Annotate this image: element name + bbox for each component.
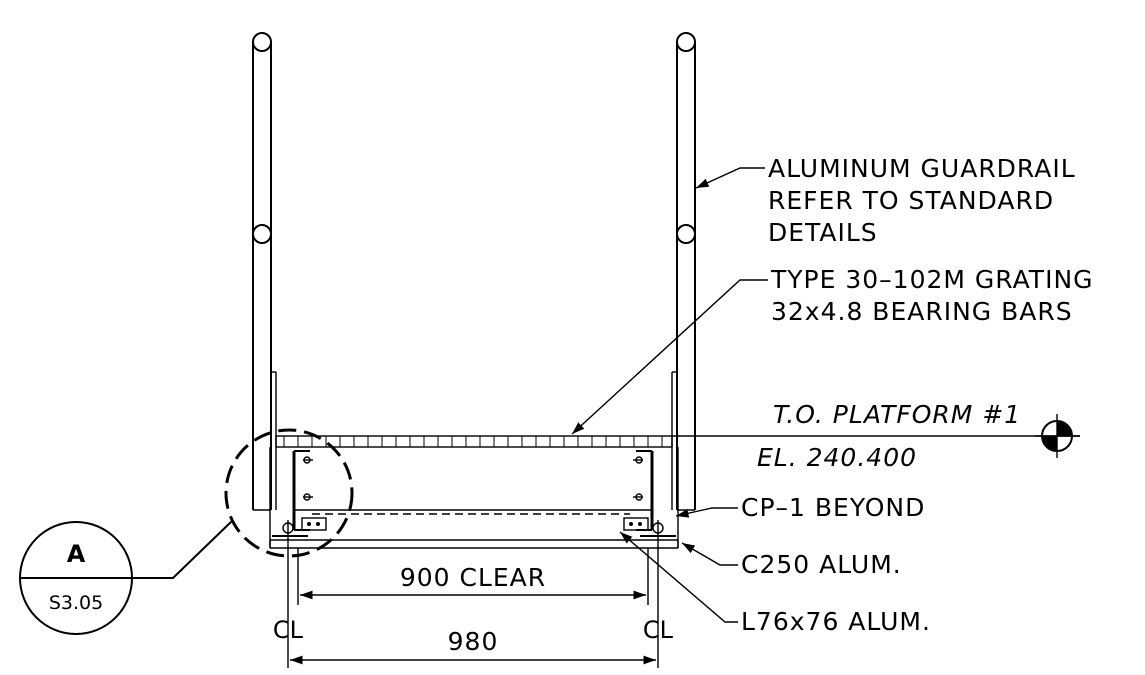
- left-centerline-symbol: CL: [273, 616, 304, 644]
- cp1-leader: [675, 507, 738, 518]
- grating: [275, 435, 673, 448]
- overall-dimension-text: 980: [448, 627, 499, 656]
- guardrail-label-line-1: ALUMINUM GUARDRAIL: [768, 154, 1076, 183]
- right-angle-plate: [623, 517, 676, 537]
- grating-label-line-1: TYPE 30–102M GRATING: [770, 265, 1094, 294]
- right-guardrail-post: [671, 32, 696, 511]
- left-angle-plate: [272, 517, 327, 537]
- cp1-label: CP–1 BEYOND: [741, 493, 925, 522]
- detail-bubble-leader: [132, 520, 233, 579]
- support-frame: [269, 447, 679, 549]
- grating-bearing-bars: [283, 436, 663, 447]
- guardrail-leader: [695, 167, 765, 189]
- detail-bubble-letter: A: [67, 540, 86, 568]
- grating-leader: [571, 279, 768, 435]
- clear-dimension-text: 900 CLEAR: [400, 563, 546, 592]
- right-centerline: [647, 520, 659, 668]
- right-centerline-symbol: CL: [643, 616, 674, 644]
- angle-leader: [619, 531, 738, 623]
- angle-label: L76x76 ALUM.: [741, 607, 931, 636]
- detail-bubble-sheet: S3.05: [49, 592, 103, 614]
- left-centerline: [287, 520, 299, 668]
- detail-bubble: [19, 521, 133, 635]
- guardrail-label-line-2: REFER TO STANDARD: [768, 186, 1054, 215]
- elevation-target-icon: [1035, 414, 1080, 458]
- detail-callout-circle: [224, 428, 354, 558]
- platform-label: T.O. PLATFORM #1: [773, 400, 1021, 429]
- elevation-label: EL. 240.400: [757, 443, 917, 472]
- left-guardrail-post: [252, 32, 277, 511]
- channel-label: C250 ALUM.: [741, 550, 902, 579]
- grating-label-line-2: 32x4.8 BEARING BARS: [771, 297, 1073, 326]
- guardrail-label-line-3: DETAILS: [768, 218, 878, 247]
- channel-leader: [681, 542, 738, 566]
